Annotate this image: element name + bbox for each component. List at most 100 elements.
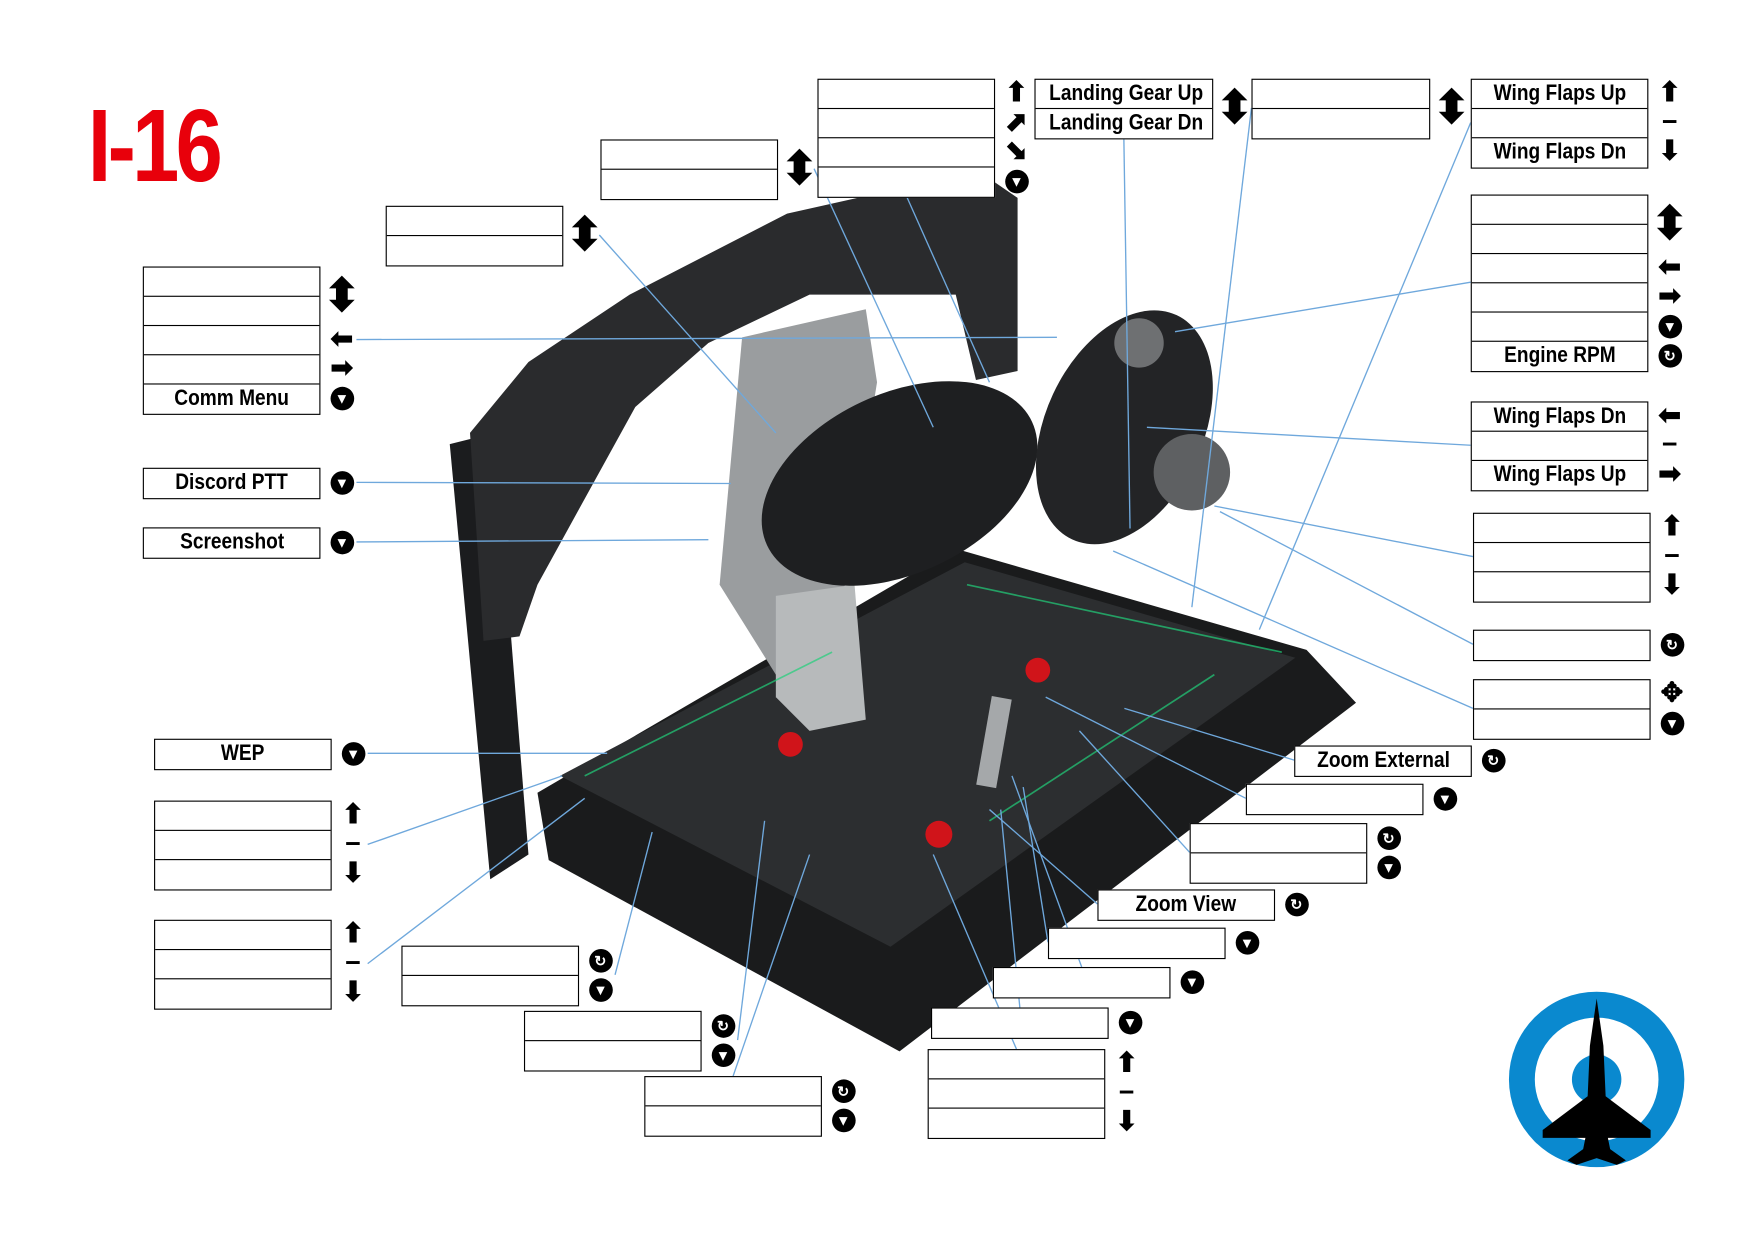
arrow-up-icon: ⬆ (1658, 77, 1682, 108)
binding-label-field[interactable] (386, 207, 563, 237)
binding-label-field[interactable] (1471, 225, 1648, 255)
binding-label-field[interactable] (602, 170, 777, 199)
binding-box (927, 1049, 1106, 1140)
binding-label-field[interactable]: Comm Menu (144, 385, 319, 414)
binding-label-field[interactable] (1474, 572, 1649, 601)
binding-label-field[interactable] (155, 831, 331, 861)
binding-label-field[interactable] (1253, 109, 1430, 138)
binding-label-field[interactable] (1474, 709, 1649, 738)
rotate-icon: ↻ (708, 1011, 737, 1040)
binding-label-field[interactable] (143, 326, 320, 356)
binding-label-field[interactable] (1252, 80, 1430, 110)
circle-down-icon: ▼ (327, 468, 356, 497)
binding-label-field[interactable] (155, 979, 330, 1008)
binding-label-field[interactable] (645, 1077, 821, 1107)
binding-label-field[interactable] (155, 950, 331, 980)
binding-label-field[interactable] (143, 268, 320, 297)
binding-box: Zoom External (1294, 745, 1472, 777)
binding-label-field[interactable] (601, 141, 777, 170)
binding-label-field[interactable] (143, 297, 320, 327)
leader-line (598, 234, 777, 434)
binding-label-field[interactable] (1471, 109, 1648, 139)
binding-box (817, 78, 996, 198)
panel-marking (966, 583, 1282, 653)
binding-box: Zoom View (1097, 889, 1276, 921)
leader-line (1146, 426, 1471, 446)
binding-label-field[interactable] (1471, 432, 1648, 462)
binding-label-field[interactable] (932, 1009, 1107, 1038)
binding-label-field[interactable]: Discord PTT (144, 469, 319, 498)
binding-label-field[interactable] (155, 802, 331, 831)
binding-label-field[interactable]: Engine RPM (1472, 342, 1647, 371)
leader-line (989, 809, 1098, 905)
binding-label-field[interactable] (143, 355, 320, 385)
binding-label-field[interactable] (403, 976, 578, 1005)
binding-label-field[interactable] (929, 1109, 1104, 1138)
binding-label-field[interactable] (1474, 514, 1650, 544)
binding-label-field[interactable] (928, 1050, 1105, 1080)
arrow-up-down-icon: ⬍ (780, 143, 819, 194)
binding-label-field[interactable] (1191, 853, 1366, 882)
binding-label-field[interactable] (402, 947, 578, 976)
binding-label-field[interactable]: Wing Flaps Up (1471, 80, 1648, 110)
binding-box (154, 800, 332, 891)
binding-label-field[interactable]: Screenshot (144, 528, 319, 557)
binding-box: Discord PTT (142, 467, 321, 500)
binding-box (401, 945, 580, 1007)
binding-label-text: Discord PTT (175, 469, 288, 495)
arrow-left-icon: ⬅ (1658, 251, 1682, 283)
binding-label-field[interactable] (994, 968, 1169, 997)
binding-label-field[interactable] (387, 236, 562, 265)
binding-label-field[interactable] (1474, 543, 1650, 573)
binding-label-field[interactable] (525, 1041, 700, 1070)
throttle-lever (976, 696, 1012, 789)
arrow-up-down-icon: ⬍ (565, 210, 604, 260)
binding-label-field[interactable]: Wing Flaps Up (1472, 461, 1647, 490)
binding-label-field[interactable] (1471, 313, 1648, 342)
binding-label-field[interactable] (928, 1079, 1105, 1109)
leader-line (1219, 511, 1474, 645)
binding-label-field[interactable]: Zoom External (1295, 747, 1470, 776)
binding-label-field[interactable] (645, 1106, 820, 1135)
binding-box (1472, 629, 1651, 662)
binding-label-field[interactable] (155, 921, 331, 951)
binding-label-field[interactable] (1190, 824, 1367, 854)
binding-label-field[interactable]: Wing Flaps Dn (1472, 138, 1647, 167)
binding-box (385, 205, 564, 267)
arrow-up-icon: ⬆ (341, 918, 365, 949)
binding-label-field[interactable] (818, 80, 994, 110)
binding-label-field[interactable] (1049, 929, 1224, 958)
arrow-up-down-icon: ⬍ (1432, 83, 1471, 133)
binding-label-field[interactable] (1247, 785, 1422, 814)
binding-box (1189, 823, 1368, 884)
binding-label-field[interactable] (818, 109, 994, 139)
binding-label-field[interactable]: Landing Gear Up (1035, 80, 1213, 110)
binding-label-field[interactable] (1471, 254, 1648, 284)
binding-label-field[interactable] (1471, 283, 1648, 313)
leader-line (1022, 786, 1049, 943)
binding-label-field[interactable]: Landing Gear Dn (1036, 109, 1213, 138)
binding-label-field[interactable] (1471, 196, 1648, 225)
leader-lines (356, 107, 1474, 1077)
leader-line (1214, 505, 1474, 558)
binding-label-field[interactable] (525, 1012, 701, 1042)
leader-line (1174, 281, 1471, 333)
arrow-up-down-icon: ⬍ (1215, 83, 1254, 133)
leader-line (367, 775, 563, 846)
circle-down-icon: ▼ (1374, 852, 1403, 881)
binding-label-field[interactable] (818, 138, 994, 168)
binding-label-field[interactable]: Wing Flaps Dn (1471, 403, 1648, 432)
arrow-up-down-icon: ⬍ (322, 270, 361, 321)
binding-label-field[interactable] (155, 860, 330, 889)
binding-box (1251, 78, 1431, 140)
leader-line (1258, 122, 1472, 630)
minus-icon: − (345, 828, 361, 860)
binding-label-field[interactable] (1474, 680, 1650, 710)
binding-label-field[interactable]: WEP (155, 740, 330, 769)
binding-label-field[interactable]: Zoom View (1099, 891, 1274, 920)
binding-label-field[interactable] (819, 168, 994, 197)
circle-down-icon: ▼ (586, 975, 615, 1004)
binding-label-field[interactable] (1474, 631, 1649, 660)
leader-line (813, 168, 934, 428)
